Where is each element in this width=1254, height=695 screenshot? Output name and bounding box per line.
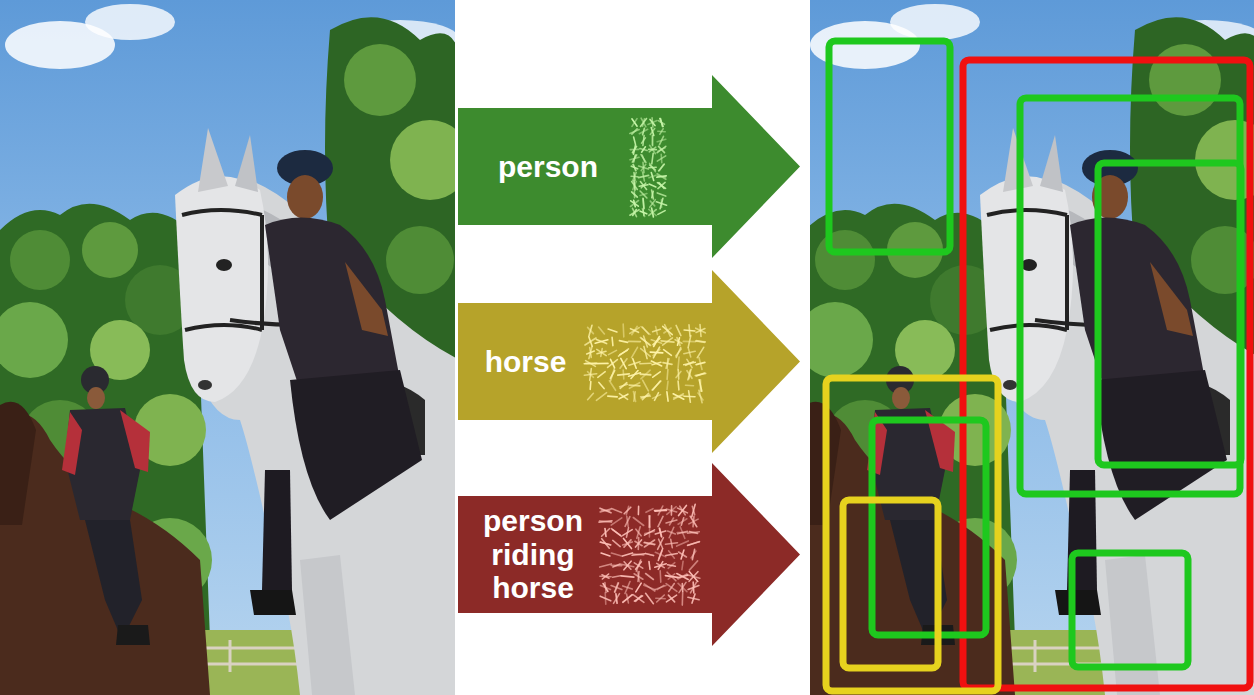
arrow-body [458,463,800,646]
arrow-node: person riding horse [458,463,800,646]
hog-template [599,504,700,605]
arrow-label: person [498,150,598,184]
hog-template [630,118,667,217]
arrow-label-box: person [472,108,624,225]
input-photo [0,0,455,695]
arrow-node: person [458,75,800,258]
arrow-node: horse [458,270,800,453]
detection-boxes [826,41,1250,691]
arrow-label: horse [485,345,567,379]
arrow-body [458,75,800,258]
hog-template [584,324,706,403]
arrow-body [458,270,800,453]
output-photo [810,0,1254,695]
arrow-label-box: horse [472,303,579,420]
arrow-label: person riding horse [472,504,594,605]
arrow-label-box: person riding horse [472,496,594,613]
